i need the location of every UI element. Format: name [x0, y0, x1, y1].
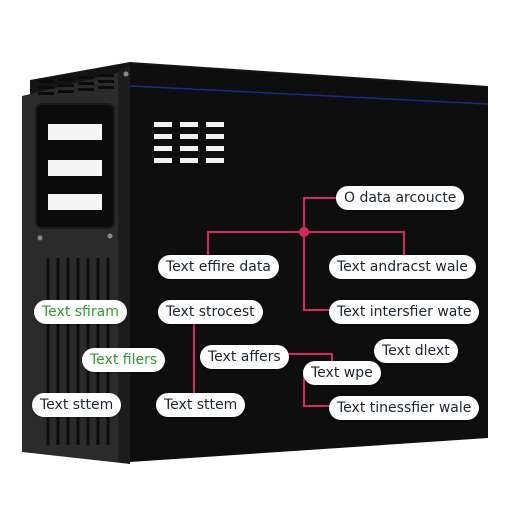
- drive-slot-2: [48, 160, 102, 176]
- label-tinessfier: Text tinessfier wale: [329, 396, 480, 420]
- screw-icon: [37, 235, 43, 241]
- label-strocest: Text strocest: [158, 300, 263, 324]
- front-top-vent-icon: [38, 74, 114, 95]
- connector-left-branch: [207, 231, 304, 258]
- label-affers: Text affers: [200, 345, 289, 369]
- connector-top: [303, 197, 340, 232]
- side-vent-grid-icon: [154, 122, 224, 163]
- label-andracst: Text andracst wale: [329, 255, 476, 279]
- label-stem-left: Text sttem: [32, 393, 122, 417]
- screw-icon: [107, 233, 113, 239]
- drive-slot-3: [48, 194, 102, 210]
- label-dlext: Text dlext: [374, 339, 458, 363]
- label-intersfier: Text intersfier wate: [329, 300, 480, 324]
- label-stem-mid: Text sttem: [156, 393, 246, 417]
- label-wpe: Text wpe: [303, 361, 381, 385]
- junction-node-icon: [299, 227, 309, 237]
- top-accent-line: [129, 85, 489, 105]
- screw-icon: [123, 71, 129, 77]
- label-filers: Text filers: [82, 348, 166, 372]
- drive-slot-1: [48, 124, 102, 140]
- connector-wpe: [303, 372, 330, 407]
- connector-lines: [193, 197, 405, 407]
- connector-right-branch: [304, 231, 405, 256]
- label-effire: Text effire data: [158, 255, 279, 279]
- label-o-data: O data arcoucte: [336, 186, 465, 210]
- label-sfiram: Text sfiram: [34, 300, 127, 324]
- connector-down-branch: [303, 232, 330, 311]
